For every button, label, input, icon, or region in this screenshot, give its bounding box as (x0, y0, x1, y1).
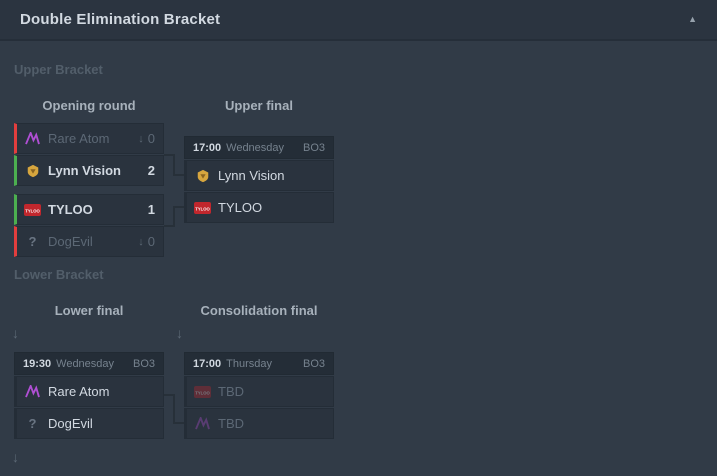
team-row-lynn-vision[interactable]: Lynn Vision (184, 160, 334, 191)
team-name: Rare Atom (48, 131, 110, 146)
connector-line (164, 154, 175, 156)
match-day: Thursday (226, 357, 272, 370)
team-name: TBD (218, 416, 244, 431)
match-info: 17:00 Thursday BO3 (184, 352, 334, 375)
match-time: 19:30 (23, 357, 52, 370)
team-score: 2 (147, 163, 155, 178)
rare-atom-logo-icon (23, 132, 42, 145)
lynn-vision-logo-icon (193, 169, 212, 183)
team-name: TBD (218, 384, 244, 399)
drop-in-arrow-icon: ↓ (176, 325, 183, 341)
team-row-tyloo[interactable]: TYLOO TYLOO 1 (14, 194, 164, 225)
consolidation-final-title: Consolidation final (200, 303, 318, 318)
page-title: Double Elimination Bracket (20, 11, 221, 28)
team-score: 0 (147, 131, 155, 146)
svg-text:TYLOO: TYLOO (25, 208, 40, 213)
team-row-tyloo[interactable]: TYLOO TYLOO (184, 192, 334, 223)
match-box-consolidation-final: 17:00 Thursday BO3 TYLOO TBD TBD (184, 352, 334, 440)
drop-to-lower-icon: ↓ (138, 235, 144, 248)
match-info: 17:00 Wednesday BO3 (184, 136, 334, 159)
match-time: 17:00 (193, 357, 222, 370)
opening-round-title: Opening round (42, 98, 136, 113)
connector-line (173, 174, 184, 176)
team-score: 1 (147, 202, 155, 217)
match-box-lower-final: 19:30 Wednesday BO3 Rare Atom ? DogEvil (14, 352, 164, 440)
team-row-dogevil[interactable]: ? DogEvil (14, 408, 164, 439)
tyloo-logo-icon: TYLOO (193, 201, 212, 214)
svg-text:TYLOO: TYLOO (195, 390, 210, 395)
match-day: Wednesday (226, 141, 285, 154)
connector-line (173, 206, 184, 208)
team-name: DogEvil (48, 234, 93, 249)
rare-atom-logo-icon (193, 417, 212, 430)
team-score: 0 (147, 234, 155, 249)
unknown-team-icon: ? (28, 416, 37, 431)
match-box-opening-2: TYLOO TYLOO 1 ? DogEvil ↓ 0 (14, 194, 164, 258)
widget-header[interactable]: Double Elimination Bracket ▲ (0, 0, 717, 41)
connector-line (173, 422, 184, 424)
team-name: DogEvil (48, 416, 93, 431)
match-format: BO3 (132, 357, 155, 370)
lower-bracket-label: Lower Bracket (14, 267, 104, 282)
team-row-rare-atom[interactable]: Rare Atom ↓ 0 (14, 123, 164, 154)
tyloo-logo-icon: TYLOO (23, 203, 42, 216)
match-time: 17:00 (193, 141, 222, 154)
team-row-tbd-1[interactable]: TYLOO TBD (184, 376, 334, 407)
match-format: BO3 (302, 357, 325, 370)
team-name: Lynn Vision (218, 168, 285, 183)
connector-line (164, 394, 175, 396)
team-row-lynn-vision[interactable]: Lynn Vision 2 (14, 155, 164, 186)
rare-atom-logo-icon (23, 385, 42, 398)
drop-in-arrow-icon: ↓ (12, 449, 19, 465)
drop-in-arrow-icon: ↓ (12, 325, 19, 341)
team-name: TYLOO (48, 202, 93, 217)
team-row-dogevil[interactable]: ? DogEvil ↓ 0 (14, 226, 164, 257)
team-row-rare-atom[interactable]: Rare Atom (14, 376, 164, 407)
upper-final-title: Upper final (225, 98, 293, 113)
upper-bracket-label: Upper Bracket (14, 62, 103, 77)
unknown-team-icon: ? (28, 234, 37, 249)
match-day: Wednesday (56, 357, 115, 370)
lynn-vision-logo-icon (23, 164, 42, 178)
match-box-upper-final: 17:00 Wednesday BO3 Lynn Vision TYLOO TY… (184, 136, 334, 224)
tyloo-logo-icon: TYLOO (193, 385, 212, 398)
lower-final-title: Lower final (54, 303, 124, 318)
connector-line (173, 394, 175, 424)
svg-text:TYLOO: TYLOO (195, 206, 210, 211)
drop-to-lower-icon: ↓ (138, 132, 144, 145)
connector-line (164, 225, 175, 227)
team-name: TYLOO (218, 200, 263, 215)
connector-line (173, 154, 175, 176)
match-format: BO3 (302, 141, 325, 154)
team-name: Rare Atom (48, 384, 110, 399)
match-box-opening-1: Rare Atom ↓ 0 Lynn Vision 2 (14, 123, 164, 187)
collapse-icon[interactable]: ▲ (688, 14, 697, 24)
team-row-tbd-2[interactable]: TBD (184, 408, 334, 439)
match-info: 19:30 Wednesday BO3 (14, 352, 164, 375)
connector-line (173, 206, 175, 227)
team-name: Lynn Vision (48, 163, 121, 178)
